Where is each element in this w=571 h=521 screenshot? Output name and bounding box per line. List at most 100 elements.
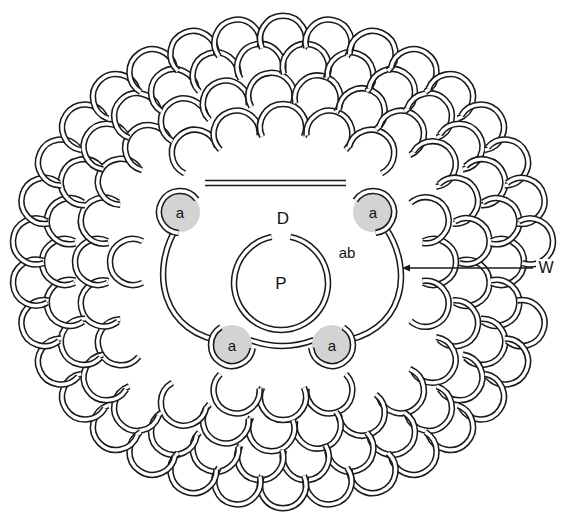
cell-wall-arc xyxy=(203,404,249,443)
pore-chamber: P xyxy=(231,233,331,333)
cell-wall xyxy=(214,374,260,413)
shaded-cell: a xyxy=(310,323,354,367)
pore-ground xyxy=(234,236,328,330)
cell-wall xyxy=(159,191,197,233)
cell-wall-arc-inner xyxy=(306,111,352,150)
cell-wall-arc xyxy=(339,394,385,435)
cell-wall-arc-inner xyxy=(327,432,373,471)
cell-wall-arc-inner xyxy=(203,404,249,443)
cell-wall-arc xyxy=(295,75,341,112)
cell-wall xyxy=(214,20,260,57)
cell-wall-arc-inner xyxy=(203,81,249,120)
cell-wall-arc-inner xyxy=(483,198,519,244)
chamber-wall xyxy=(250,340,314,346)
cell-wall xyxy=(248,417,294,451)
cell-letter: a xyxy=(328,338,336,353)
cell-wall-arc xyxy=(411,197,449,243)
cell-wall-arc xyxy=(260,476,306,509)
chamber-wall-inner xyxy=(205,181,346,184)
cell-wall xyxy=(327,432,373,471)
chamber-wall-inner xyxy=(336,227,401,342)
cell-wall-arc-inner xyxy=(214,374,260,413)
cell-wall-arc xyxy=(214,111,260,150)
cell-wall-arc-inner xyxy=(295,75,341,112)
cell-wall-arc-inner xyxy=(455,218,490,264)
cell-wall xyxy=(260,16,306,49)
cell-wall-arc xyxy=(214,374,260,413)
cell-wall xyxy=(349,130,394,174)
chamber-letter: D xyxy=(277,210,289,227)
cell-wall-arc-inner xyxy=(248,417,294,451)
chamber-wall xyxy=(163,227,228,342)
cell-wall-arc-inner xyxy=(193,52,239,91)
cell-letter: a xyxy=(176,205,184,220)
cell-wall-arc xyxy=(306,111,352,150)
chamber-wall-inner xyxy=(250,340,314,346)
cell-wall-inner xyxy=(211,327,253,366)
cell-wall-arc xyxy=(172,130,217,174)
cell-wall xyxy=(411,281,449,327)
cell-wall xyxy=(260,387,306,420)
pore-wall xyxy=(234,237,328,330)
cell-wall-arc xyxy=(260,16,306,49)
cell-wall xyxy=(311,327,353,366)
cell-wall-arc xyxy=(349,130,394,174)
cell-wall-arc-inner xyxy=(248,73,294,107)
chamber-letter: P xyxy=(275,275,286,292)
chamber-wall-inner xyxy=(163,227,228,342)
cell-wall xyxy=(355,191,394,233)
cell-wall-arc xyxy=(260,104,306,137)
leader-arrow xyxy=(402,265,533,272)
cell-wall-arc xyxy=(110,239,143,285)
cell-wall-arc xyxy=(483,198,519,244)
cell-wall-arc xyxy=(193,432,239,471)
cell-wall xyxy=(193,52,239,91)
cell-wall xyxy=(519,218,553,264)
cell-wall-inner xyxy=(311,327,353,366)
cell-wall xyxy=(306,20,352,57)
cell-wall xyxy=(411,197,449,243)
shaded-cell: a xyxy=(158,190,202,234)
cell-wall xyxy=(214,111,260,150)
cell-wall xyxy=(203,81,249,120)
cell-wall-arc xyxy=(214,20,260,57)
cell-wall-arc xyxy=(306,468,352,505)
cell-wall-arc xyxy=(327,432,373,471)
cell-wall xyxy=(295,75,341,112)
cell-wall xyxy=(306,374,352,413)
cell-wall-arc-inner xyxy=(327,52,373,91)
cell-wall-arc-inner xyxy=(260,104,306,137)
cell-wall-arc-inner xyxy=(411,197,449,243)
pore-wall-inner xyxy=(234,237,328,330)
cell-wall xyxy=(248,73,294,107)
cell-wall-arc-inner xyxy=(260,16,306,49)
cell-wall-arc-inner xyxy=(349,130,394,174)
cell-letter: a xyxy=(228,338,236,353)
cell-wall-arc-inner xyxy=(214,20,260,57)
cell-wall-arc xyxy=(350,453,396,493)
cell-wall-arc xyxy=(455,218,490,264)
cell-wall-arc xyxy=(260,387,306,420)
cell-wall-inner xyxy=(355,191,394,233)
cell-wall xyxy=(161,383,207,426)
cell-shading xyxy=(312,325,352,365)
chamber-wall xyxy=(205,180,346,187)
cell-wall-arc-inner xyxy=(295,412,341,449)
cell-wall xyxy=(260,104,306,137)
cell-shading xyxy=(353,192,393,232)
cell-wall-arc xyxy=(306,20,352,57)
cell-wall-arc-inner xyxy=(110,239,143,285)
cell-wall-arc-inner xyxy=(519,218,553,264)
cell-wall-arc xyxy=(214,468,260,505)
cell-wall-arc xyxy=(295,412,341,449)
cell-wall-arc-inner xyxy=(214,468,260,505)
cell-wall xyxy=(170,31,216,71)
cell-wall xyxy=(193,432,239,471)
cell-wall-arc-inner xyxy=(260,387,306,420)
cell-wall-arc xyxy=(306,374,352,413)
cell-wall-arc xyxy=(248,417,294,451)
cell-wall xyxy=(306,468,352,505)
cell-wall xyxy=(110,239,143,285)
cell-wall xyxy=(327,52,373,91)
